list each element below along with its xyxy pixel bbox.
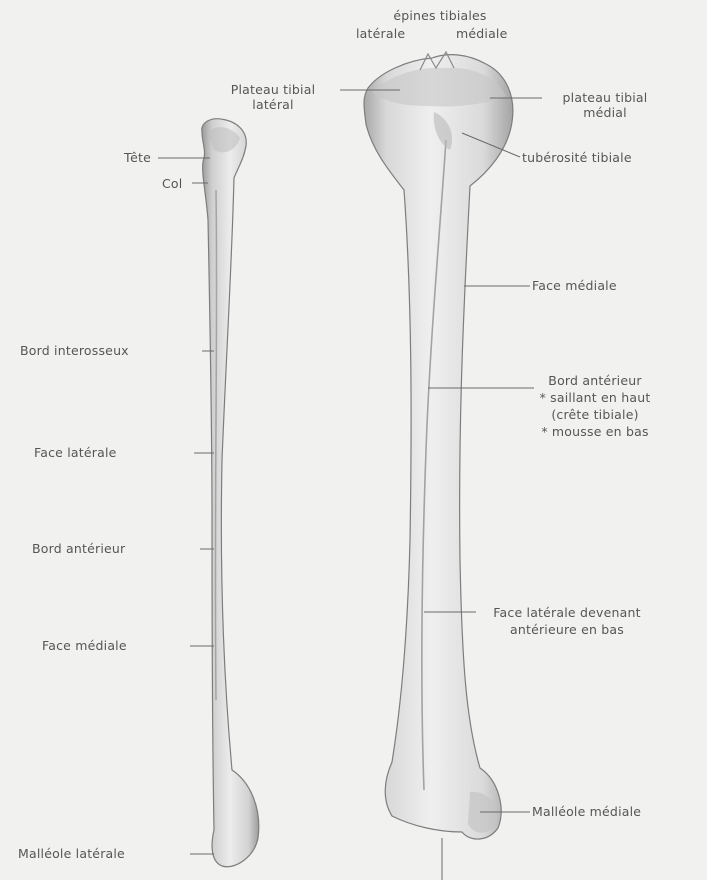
label-plateau-tibial-lateral-line-1: Plateau tibial xyxy=(208,82,338,97)
label-malleole-laterale: Malléole latérale xyxy=(18,846,125,861)
label-col: Col xyxy=(162,176,182,191)
label-face-laterale-fibula: Face latérale xyxy=(34,445,117,460)
label-bord-anterieur-tibia-line-2: * saillant en haut xyxy=(520,389,670,406)
label-malleole-mediale: Malléole médiale xyxy=(532,804,641,819)
label-bord-anterieur-tibia: Bord antérieur * saillant en haut (crête… xyxy=(520,372,670,440)
label-plateau-tibial-lateral-line-2: latéral xyxy=(208,97,338,112)
label-plateau-tibial-medial: plateau tibial médial xyxy=(540,90,670,120)
label-bord-anterieur-tibia-line-1: Bord antérieur xyxy=(520,372,670,389)
label-plateau-tibial-medial-line-2: médial xyxy=(540,105,670,120)
label-plateau-tibial-lateral: Plateau tibial latéral xyxy=(208,82,338,112)
label-laterale: latérale xyxy=(356,26,405,41)
label-bord-anterieur-tibia-line-3: (crête tibiale) xyxy=(520,406,670,423)
fibula-bone xyxy=(202,119,259,867)
label-face-mediale-tibia: Face médiale xyxy=(532,278,617,293)
label-bord-interosseux: Bord interosseux xyxy=(20,343,129,358)
label-mediale: médiale xyxy=(456,26,508,41)
label-tete: Tête xyxy=(124,150,151,165)
label-bord-anterieur-tibia-line-4: * mousse en bas xyxy=(520,423,670,440)
tibia-bone xyxy=(364,55,513,839)
label-face-laterale-tibia-line-2: antérieure en bas xyxy=(472,621,662,638)
label-epines-tibiales: épines tibiales xyxy=(360,8,520,23)
label-tuberosite-tibiale: tubérosité tibiale xyxy=(522,150,632,165)
label-bord-anterieur-fibula: Bord antérieur xyxy=(32,541,125,556)
label-face-laterale-tibia: Face latérale devenant antérieure en bas xyxy=(472,604,662,638)
label-face-mediale-fibula: Face médiale xyxy=(42,638,127,653)
label-face-laterale-tibia-line-1: Face latérale devenant xyxy=(472,604,662,621)
label-plateau-tibial-medial-line-1: plateau tibial xyxy=(540,90,670,105)
